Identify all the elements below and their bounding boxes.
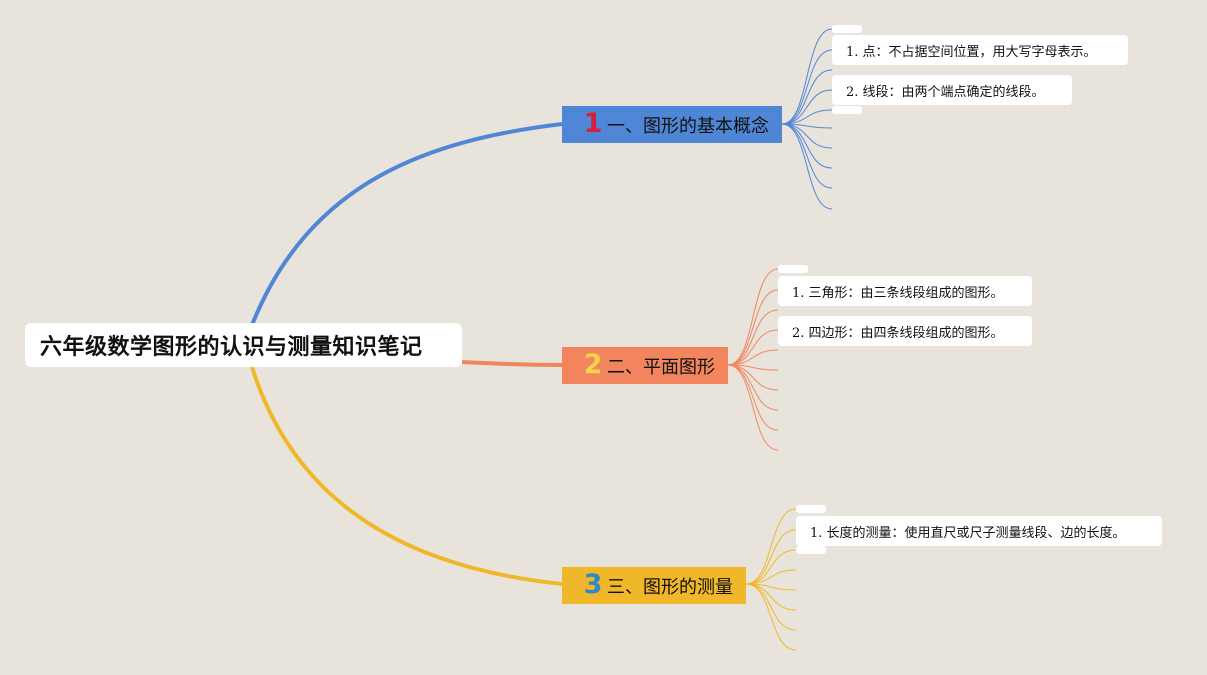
- subtopic-connector: [745, 549, 797, 585]
- subtopic-connector: [727, 349, 779, 366]
- root-topic[interactable]: 六年级数学图形的认识与测量知识笔记: [25, 323, 462, 367]
- subtopic-connector: [781, 123, 833, 169]
- subtopic-placeholder: [832, 25, 862, 33]
- branch-label-1: 一、图形的基本概念: [607, 115, 769, 137]
- subtopic-placeholder: [778, 265, 808, 273]
- subtopic-connector: [727, 268, 779, 366]
- subtopic-connector: [745, 508, 797, 585]
- branch-topic-3[interactable]: 3 三、图形的测量: [562, 567, 746, 604]
- subtopic-connector: [745, 583, 797, 611]
- branch-label-2: 二、平面图形: [607, 356, 715, 378]
- branch-topic-1[interactable]: 1 一、图形的基本概念: [562, 106, 782, 143]
- subtopic-3-1[interactable]: 1. 长度的测量：使用直尺或尺子测量线段、边的长度。: [796, 516, 1162, 546]
- subtopic-connector: [727, 364, 779, 451]
- subtopic-connector: [745, 583, 797, 651]
- subtopic-connector: [727, 364, 779, 391]
- subtopic-connector: [781, 123, 833, 189]
- subtopic-connector: [745, 529, 797, 585]
- subtopic-connector: [727, 364, 779, 411]
- branch-topic-2[interactable]: 2 二、平面图形: [562, 347, 728, 384]
- subtopic-placeholder: [796, 505, 826, 513]
- branch-number-3: 3: [583, 569, 603, 600]
- subtopic-connector: [781, 123, 833, 210]
- subtopic-placeholder: [832, 106, 862, 114]
- branch-3-subconnectors: [745, 508, 797, 651]
- branch-label-3: 三、图形的测量: [607, 576, 733, 598]
- subtopic-connector: [727, 309, 779, 366]
- connector-branch-2: [461, 360, 563, 367]
- subtopic-connector: [781, 49, 833, 125]
- subtopic-connector: [781, 89, 833, 125]
- subtopic-2-2[interactable]: 2. 四边形：由四条线段组成的图形。: [778, 316, 1032, 346]
- branch-number-2: 2: [583, 349, 603, 380]
- subtopic-placeholder: [796, 546, 826, 554]
- subtopic-connector: [781, 28, 833, 125]
- subtopic-connector: [781, 109, 833, 125]
- subtopic-connector: [745, 583, 797, 631]
- subtopic-connector: [727, 329, 779, 366]
- subtopic-connector: [727, 364, 779, 431]
- branch-number-1: 1: [583, 108, 603, 139]
- connector-branch-1: [250, 122, 563, 326]
- branch-1-subconnectors: [781, 28, 833, 210]
- subtopic-connector: [745, 569, 797, 585]
- subtopic-1-2[interactable]: 2. 线段：由两个端点确定的线段。: [832, 75, 1072, 105]
- subtopic-connector: [781, 69, 833, 125]
- subtopic-1-1[interactable]: 1. 点：不占据空间位置，用大写字母表示。: [832, 35, 1128, 65]
- branch-2-subconnectors: [727, 268, 779, 451]
- subtopic-2-1[interactable]: 1. 三角形：由三条线段组成的图形。: [778, 276, 1032, 306]
- connector-branch-3: [250, 366, 563, 586]
- subtopic-connector: [727, 289, 779, 366]
